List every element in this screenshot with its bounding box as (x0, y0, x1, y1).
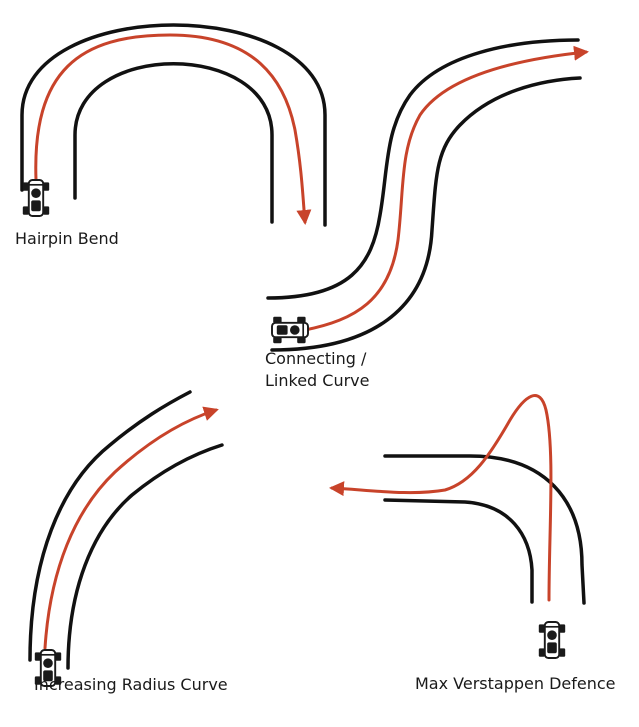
max-racing-line (329, 394, 553, 602)
increasing-radius-curve-label: Increasing Radius Curve (34, 674, 228, 696)
label-line: Hairpin Bend (15, 229, 119, 248)
hairpin-racing-line (34, 33, 312, 225)
max-verstappen-defence-label: Max Verstappen Defence (415, 673, 616, 695)
kart-icon (271, 315, 309, 345)
max-bottom-edge (383, 498, 534, 604)
hairpin-outer-edge (20, 23, 327, 227)
connecting-inner-edge (270, 76, 582, 352)
increasing-outer-edge (28, 390, 192, 662)
hairpin-inner-edge (73, 62, 274, 224)
label-line: Connecting / (265, 349, 367, 368)
hairpin-bend-label: Hairpin Bend (15, 228, 119, 250)
connecting-racing-line (303, 45, 589, 332)
kart-icon (537, 621, 567, 659)
connecting-outer-edge (266, 38, 580, 300)
increasing-inner-edge (66, 443, 224, 670)
increasing-racing-line (43, 406, 219, 650)
connecting-diagram (266, 38, 589, 352)
max-top-edge (383, 454, 586, 605)
label-line: Linked Curve (265, 371, 370, 390)
kart-icon (21, 179, 51, 217)
hairpin-diagram (20, 23, 327, 227)
increasing-radius-diagram (28, 390, 224, 687)
connecting-linked-curve-label: Connecting / Linked Curve (265, 348, 369, 392)
label-line: Max Verstappen Defence (415, 674, 616, 693)
max-verstappen-defence-diagram (329, 394, 586, 659)
label-line: Increasing Radius Curve (34, 675, 228, 694)
